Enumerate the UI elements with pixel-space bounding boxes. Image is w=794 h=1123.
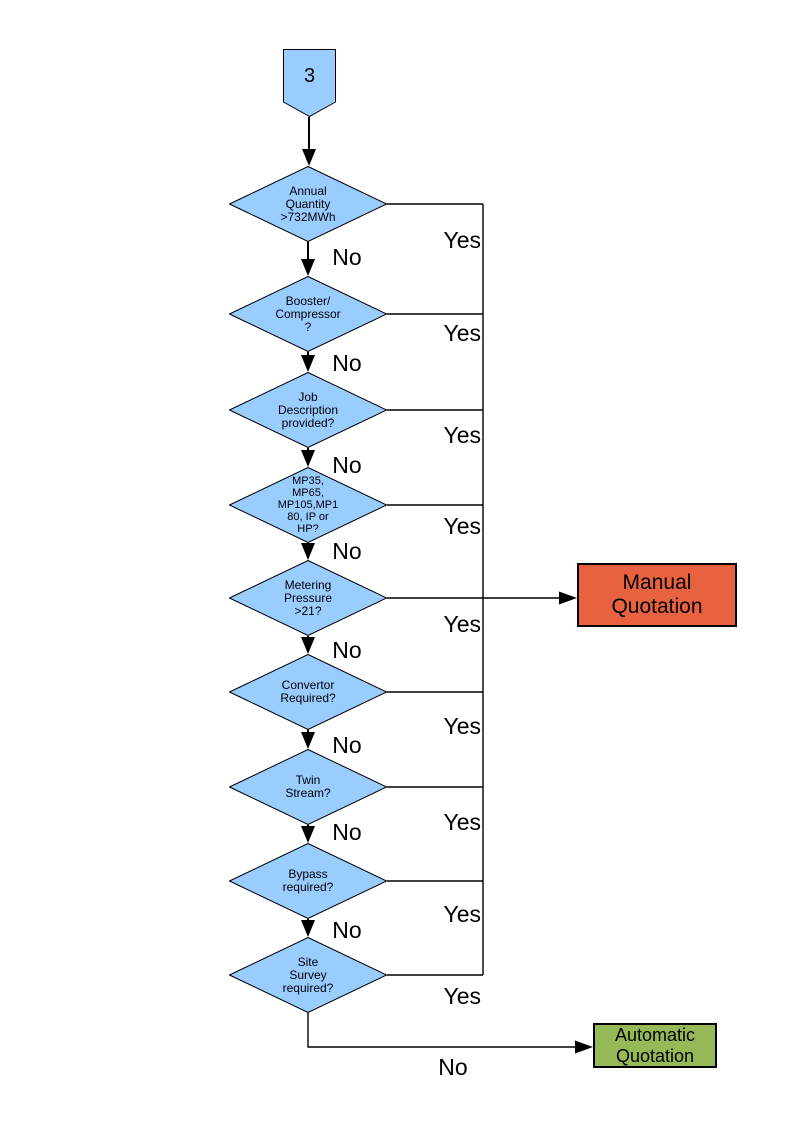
decision-booster-compressor[interactable]: Booster/ Compressor ?: [229, 276, 387, 352]
decision-label: Site Survey required?: [282, 954, 334, 995]
edge-label-yes-8: Yes: [443, 901, 481, 927]
decision-annual-quantity[interactable]: Annual Quantity >732MWh: [229, 166, 387, 242]
edge-label-yes-4: Yes: [443, 513, 481, 539]
decision-convertor-required[interactable]: Convertor Required?: [229, 654, 387, 730]
decision-job-description[interactable]: Job Description provided?: [229, 372, 387, 448]
manual-arrowhead: [559, 591, 577, 605]
automatic-quotation-box[interactable]: Automatic Quotation: [593, 1023, 717, 1068]
decision-label: Convertor Required?: [280, 678, 336, 705]
decision-label: Booster/ Compressor ?: [275, 293, 341, 334]
edge-label-no-9: No: [438, 1054, 468, 1080]
decision-twin-stream[interactable]: Twin Stream?: [229, 749, 387, 825]
decision-label: Metering Pressure >21?: [283, 577, 333, 618]
edge-label-yes-9: Yes: [443, 983, 481, 1009]
edge-label-yes-3: Yes: [443, 422, 481, 448]
decision-label: Bypass required?: [282, 867, 334, 894]
edge-label-yes-1: Yes: [443, 227, 481, 253]
edge-label-yes-7: Yes: [443, 809, 481, 835]
edge-label-yes-5: Yes: [443, 611, 481, 637]
edge-label-no-2: No: [332, 350, 362, 376]
decision-metering-pressure[interactable]: Metering Pressure >21?: [229, 560, 387, 636]
edge-label-no-1: No: [332, 244, 362, 270]
manual-quotation-box[interactable]: Manual Quotation: [577, 563, 737, 627]
decision-label: MP35, MP65, MP105,MP1 80, IP or HP?: [277, 475, 339, 535]
offpage-connector-label: 3: [303, 64, 316, 87]
automatic-quotation-label: Automatic Quotation: [614, 1024, 696, 1066]
decision-label: Job Description provided?: [277, 389, 339, 430]
decision-meter-range[interactable]: MP35, MP65, MP105,MP1 80, IP or HP?: [229, 467, 387, 543]
offpage-connector-3[interactable]: 3: [283, 49, 336, 117]
decision-label: Twin Stream?: [285, 773, 331, 800]
edge-label-yes-6: Yes: [443, 713, 481, 739]
manual-quotation-label: Manual Quotation: [611, 571, 703, 618]
decision-site-survey[interactable]: Site Survey required?: [229, 937, 387, 1013]
edge-label-no-5: No: [332, 637, 362, 663]
edge-label-no-7: No: [332, 819, 362, 845]
decision-label: Annual Quantity >732MWh: [280, 183, 336, 224]
edge-label-no-3: No: [332, 452, 362, 478]
edge-label-no-6: No: [332, 732, 362, 758]
edge-label-no-4: No: [332, 538, 362, 564]
edge-label-yes-2: Yes: [443, 320, 481, 346]
auto-arrow-line: [307, 1013, 576, 1048]
auto-arrowhead: [575, 1040, 593, 1054]
edge-label-no-8: No: [332, 917, 362, 943]
decision-bypass-required[interactable]: Bypass required?: [229, 843, 387, 919]
